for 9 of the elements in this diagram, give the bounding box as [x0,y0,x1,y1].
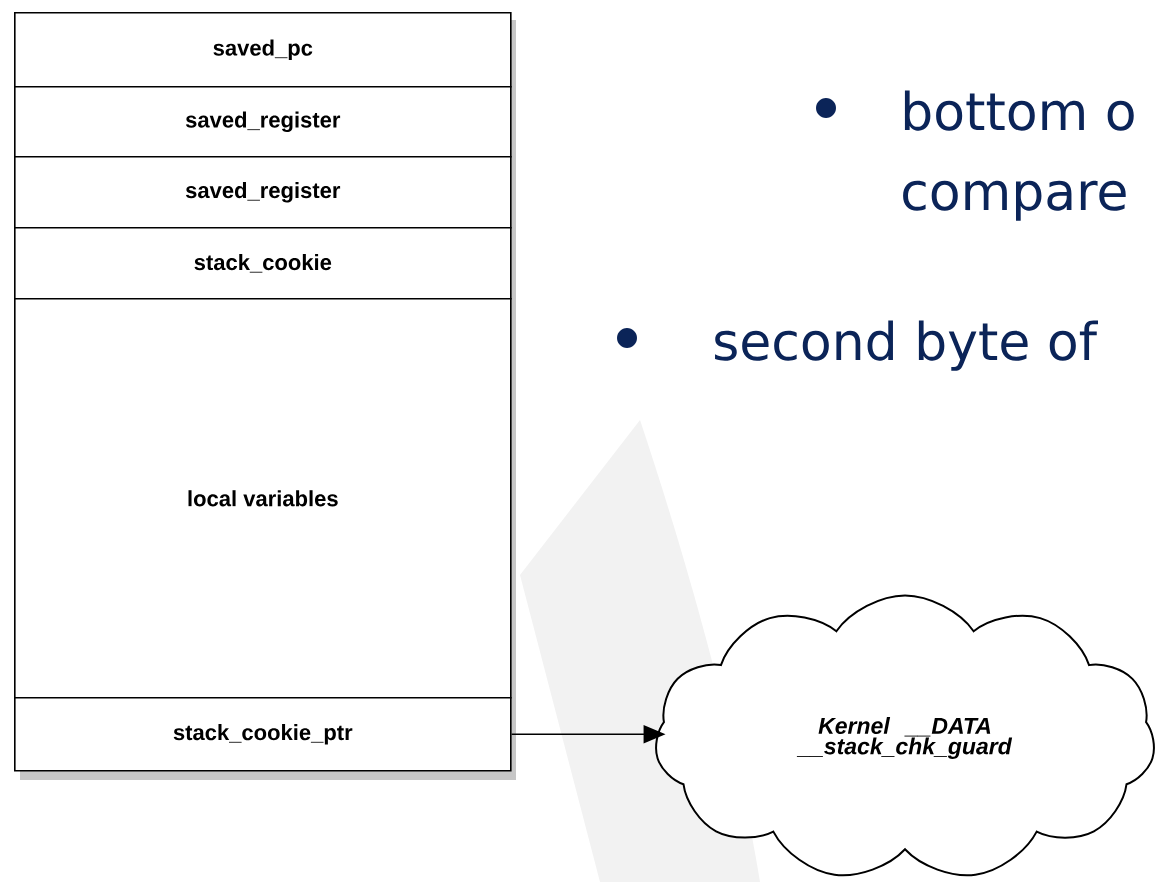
bullet-text: second byte of [715,320,1098,371]
bullet-text: bottom o [904,90,1134,131]
stack-row: saved_register [14,156,512,229]
stack-row: saved_register [14,86,512,158]
stack-row: stack_cookie [14,227,512,300]
stack-row: saved_pc [14,12,512,88]
bullet-text: compare [903,180,1126,221]
node-label: Kernel __DATA __stack_chk_guard [796,717,1013,759]
stack-row: stack_cookie_ptr [14,697,512,772]
